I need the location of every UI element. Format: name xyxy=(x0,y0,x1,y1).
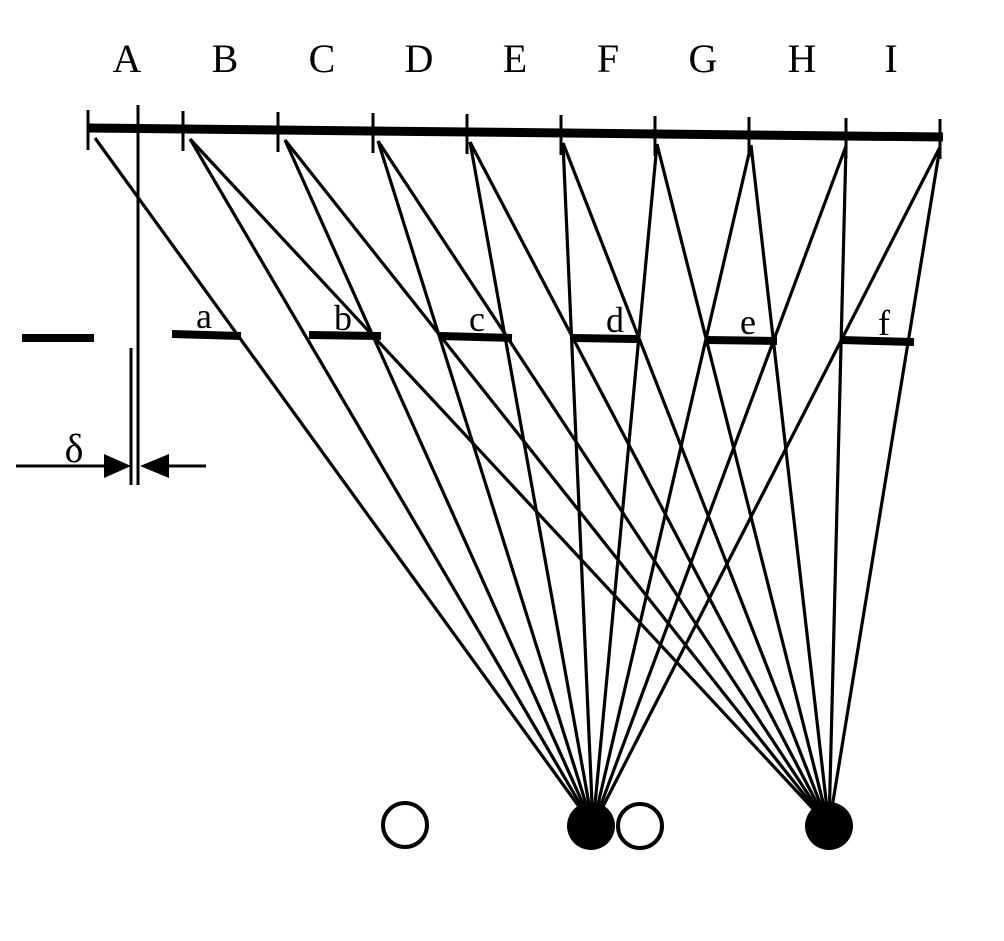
delta-dimension: δ xyxy=(16,426,206,478)
ray xyxy=(829,146,846,826)
delta-label: δ xyxy=(65,426,84,471)
ray xyxy=(657,144,829,826)
ray xyxy=(95,138,593,826)
ray xyxy=(829,147,940,826)
ray xyxy=(593,147,940,826)
mask-label-f: f xyxy=(878,303,890,343)
ray xyxy=(593,145,751,826)
mask-label-a: a xyxy=(196,296,212,336)
screen-label-f: F xyxy=(597,36,619,81)
ray xyxy=(470,142,829,826)
screen-label-h: H xyxy=(788,36,817,81)
ray xyxy=(285,140,829,826)
screen-labels: A B C D E F G H I xyxy=(113,36,898,81)
ray xyxy=(285,140,593,826)
rays-left-source xyxy=(95,138,940,826)
screen-label-g: G xyxy=(689,36,718,81)
filled-source-marker xyxy=(567,802,615,850)
mask-label-e: e xyxy=(740,302,756,342)
ray xyxy=(190,139,829,826)
screen-label-i: I xyxy=(884,36,897,81)
screen-label-d: D xyxy=(405,36,434,81)
mask-bars xyxy=(22,334,914,342)
rays-right-source xyxy=(190,139,940,826)
delta-arrow-left-head xyxy=(104,454,131,478)
mask-label-b: b xyxy=(334,298,352,338)
screen-label-a: A xyxy=(113,36,142,81)
ray xyxy=(563,143,593,826)
screen-label-e: E xyxy=(503,36,527,81)
ray xyxy=(378,141,593,826)
screen-label-b: B xyxy=(212,36,239,81)
screen-label-c: C xyxy=(309,36,336,81)
mask-label-d: d xyxy=(606,300,624,340)
mask-label-c: c xyxy=(469,299,485,339)
delta-arrow-right-head xyxy=(140,454,169,478)
hollow-source-marker xyxy=(618,804,662,848)
screen-bar xyxy=(88,128,943,137)
hollow-source-marker xyxy=(383,803,427,847)
sources xyxy=(383,802,853,850)
filled-source-marker xyxy=(805,802,853,850)
ray xyxy=(593,146,846,826)
